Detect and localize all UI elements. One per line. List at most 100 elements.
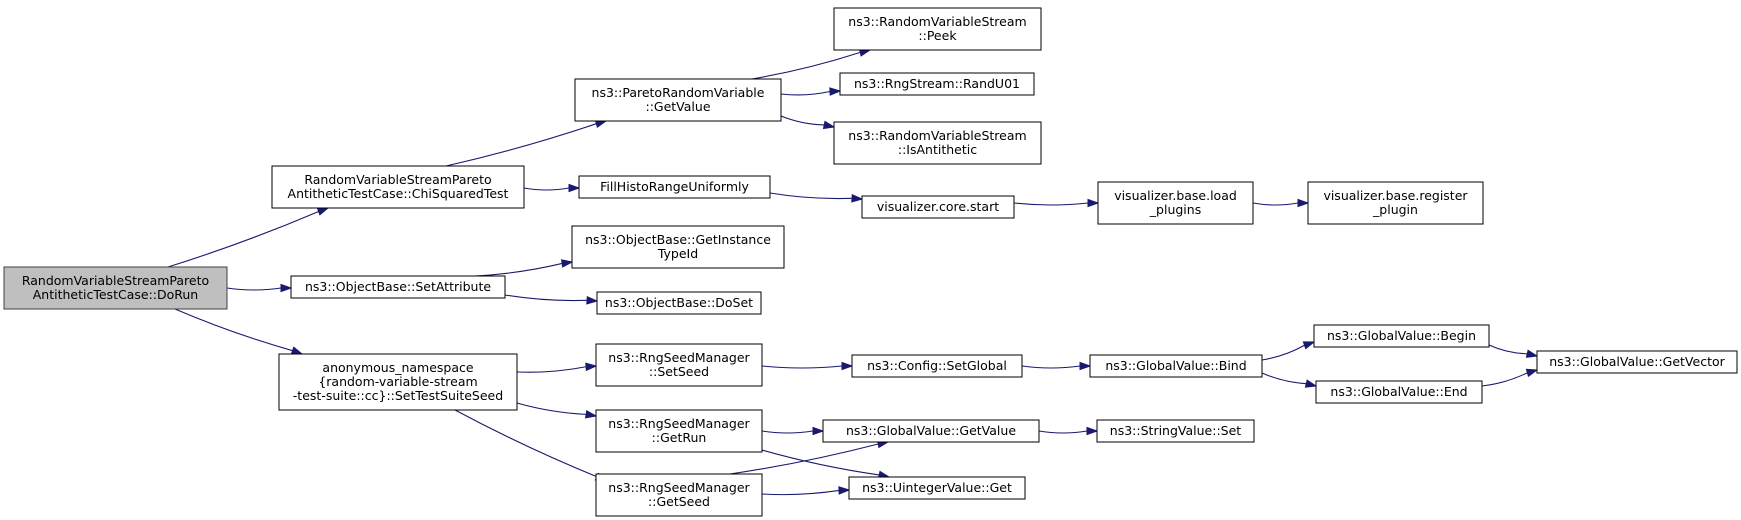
node-setAttr[interactable]: ns3::ObjectBase::SetAttribute: [290, 275, 506, 299]
node-vizStart[interactable]: visualizer.core.start: [861, 195, 1015, 219]
node-label: ::SetSeed: [649, 364, 709, 379]
node-label: _plugin: [1372, 202, 1418, 217]
node-label: ns3::ObjectBase::SetAttribute: [305, 279, 491, 294]
node-box: [278, 353, 518, 411]
node-box: [1315, 380, 1483, 404]
edge-arrowhead: [1079, 361, 1092, 371]
node-box: [833, 7, 1042, 51]
node-randU01[interactable]: ns3::RngStream::RandU01: [839, 72, 1035, 96]
node-label: ::IsAntithetic: [898, 142, 977, 157]
node-label: ::GetSeed: [648, 494, 710, 509]
node-label: ns3::Config::SetGlobal: [867, 358, 1007, 373]
node-peek[interactable]: ns3::RandomVariableStream::Peek: [833, 7, 1042, 51]
node-setSeed[interactable]: ns3::RngSeedManager::SetSeed: [595, 343, 763, 387]
edge-gvBind-gvBegin: [1261, 341, 1316, 361]
node-label: TypeId: [657, 246, 698, 261]
edge-doRun-setSuite: [174, 308, 304, 355]
edge-arrowhead: [1087, 198, 1100, 208]
edge-setAttr-getInst: [474, 259, 574, 277]
node-getSeed[interactable]: ns3::RngSeedManager::GetSeed: [595, 473, 763, 517]
edge-cfgSetGlobal-gvBind: [1021, 361, 1092, 371]
node-gvGetValue[interactable]: ns3::GlobalValue::GetValue: [822, 419, 1040, 443]
edge-arrowhead: [851, 194, 864, 203]
edge-setSeed-cfgSetGlobal: [761, 361, 854, 371]
edge-arrowhead: [568, 183, 581, 193]
node-label: {random-variable-stream: [318, 374, 477, 389]
edge-arrowhead: [280, 283, 293, 293]
node-label: RandomVariableStreamPareto: [304, 172, 491, 187]
edge-arrowhead: [822, 120, 836, 130]
node-uintGet[interactable]: ns3::UintegerValue::Get: [848, 476, 1026, 500]
node-gvBegin[interactable]: ns3::GlobalValue::Begin: [1313, 324, 1490, 348]
edge-doRun-setAttr: [226, 283, 293, 293]
node-label: ns3::RngSeedManager: [608, 480, 750, 495]
node-fillHisto[interactable]: FillHistoRangeUniformly: [578, 175, 771, 199]
node-label: ns3::RandomVariableStream: [848, 14, 1026, 29]
node-box: [1089, 354, 1263, 378]
edge-paretoGet-isAnti: [780, 115, 836, 130]
node-label: AntitheticTestCase::DoRun: [33, 287, 198, 302]
node-box: [1097, 181, 1254, 225]
node-strSet[interactable]: ns3::StringValue::Set: [1096, 419, 1255, 443]
node-box: [596, 291, 762, 315]
node-label: ns3::ParetoRandomVariable: [592, 85, 765, 100]
node-label: RandomVariableStreamPareto: [22, 273, 209, 288]
edge-chiSq-fillHisto: [523, 183, 581, 193]
node-setSuite[interactable]: anonymous_namespace{random-variable-stre…: [278, 353, 518, 411]
node-box: [848, 476, 1026, 500]
node-label: ::GetValue: [645, 99, 710, 114]
node-isAnti[interactable]: ns3::RandomVariableStream::IsAntithetic: [833, 121, 1042, 165]
edge-vizStart-loadPlugins: [1013, 198, 1100, 208]
node-doRun[interactable]: RandomVariableStreamParetoAntitheticTest…: [3, 266, 228, 310]
node-label: FillHistoRangeUniformly: [600, 179, 749, 194]
node-box: [1313, 324, 1490, 348]
node-box: [574, 78, 782, 122]
edge-gvBegin-gvGetVector: [1488, 344, 1539, 358]
node-getRun[interactable]: ns3::RngSeedManager::GetRun: [595, 409, 763, 453]
edge-setAttr-doSet: [504, 294, 599, 305]
edge-arrowhead: [1302, 341, 1316, 350]
node-label: visualizer.base.register: [1323, 188, 1468, 203]
node-label: visualizer.base.load: [1114, 188, 1237, 203]
node-loadPlugins[interactable]: visualizer.base.load_plugins: [1097, 181, 1254, 225]
edge-loadPlugins-regPlugin: [1252, 198, 1310, 208]
node-label: ::GetRun: [652, 430, 707, 445]
node-doSet[interactable]: ns3::ObjectBase::DoSet: [596, 291, 762, 315]
edge-doRun-chiSq: [167, 207, 330, 268]
node-gvEnd[interactable]: ns3::GlobalValue::End: [1315, 380, 1483, 404]
node-chiSq[interactable]: RandomVariableStreamParetoAntitheticTest…: [271, 165, 525, 209]
node-label: ns3::RngSeedManager: [608, 416, 750, 431]
node-box: [595, 409, 763, 453]
node-label: ns3::GlobalValue::End: [1330, 384, 1467, 399]
node-label: ns3::GlobalValue::Begin: [1327, 328, 1476, 343]
edge-arrowhead: [829, 87, 842, 96]
node-box: [822, 419, 1040, 443]
node-label: ns3::RandomVariableStream: [848, 128, 1026, 143]
node-cfgSetGlobal[interactable]: ns3::Config::SetGlobal: [851, 354, 1023, 378]
node-box: [1096, 419, 1255, 443]
node-box: [3, 266, 228, 310]
call-graph-nodes: RandomVariableStreamParetoAntitheticTest…: [3, 7, 1738, 517]
node-label: ns3::ObjectBase::DoSet: [605, 295, 753, 310]
node-box: [571, 225, 785, 269]
edge-arrowhead: [812, 426, 825, 436]
node-box: [839, 72, 1035, 96]
edge-setSuite-getSeed: [454, 409, 608, 482]
edge-getRun-gvGetValue: [761, 426, 825, 436]
edge-arrowhead: [585, 362, 598, 372]
node-box: [851, 354, 1023, 378]
node-label: ::Peek: [918, 28, 957, 43]
node-label: AntitheticTestCase::ChiSquaredTest: [288, 186, 509, 201]
node-paretoGet[interactable]: ns3::ParetoRandomVariable::GetValue: [574, 78, 782, 122]
edge-arrowhead: [1304, 379, 1318, 388]
edge-chiSq-paretoGet: [445, 119, 608, 167]
node-box: [271, 165, 525, 209]
edge-fillHisto-vizStart: [769, 192, 864, 203]
node-regPlugin[interactable]: visualizer.base.register_plugin: [1307, 181, 1484, 225]
edge-arrowhead: [586, 296, 599, 305]
node-box: [578, 175, 771, 199]
node-gvBind[interactable]: ns3::GlobalValue::Bind: [1089, 354, 1263, 378]
node-gvGetVector[interactable]: ns3::GlobalValue::GetVector: [1536, 350, 1738, 374]
